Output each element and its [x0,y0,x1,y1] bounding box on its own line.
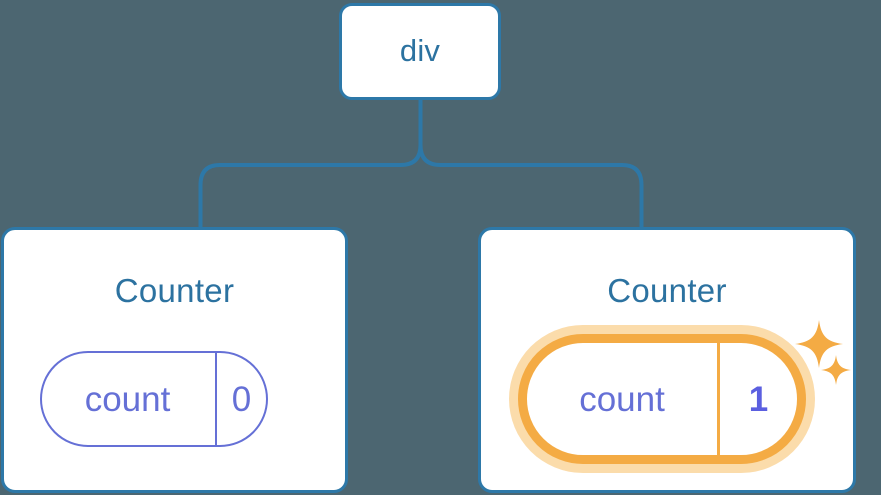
state-key-label: count [42,353,217,445]
connector-branch-left [198,98,423,230]
state-pill-count-left[interactable]: count 0 [40,351,268,447]
state-value-label: 0 [231,379,252,419]
root-node-label: div [399,33,441,68]
state-pill-count-right[interactable]: count 1 [518,334,806,464]
state-value-label: 1 [748,379,769,419]
connector-branch-right [418,98,644,230]
root-node-div[interactable]: div [339,3,501,100]
state-key-label: count [527,343,720,455]
component-title: Counter [114,272,235,309]
component-title: Counter [607,272,727,309]
